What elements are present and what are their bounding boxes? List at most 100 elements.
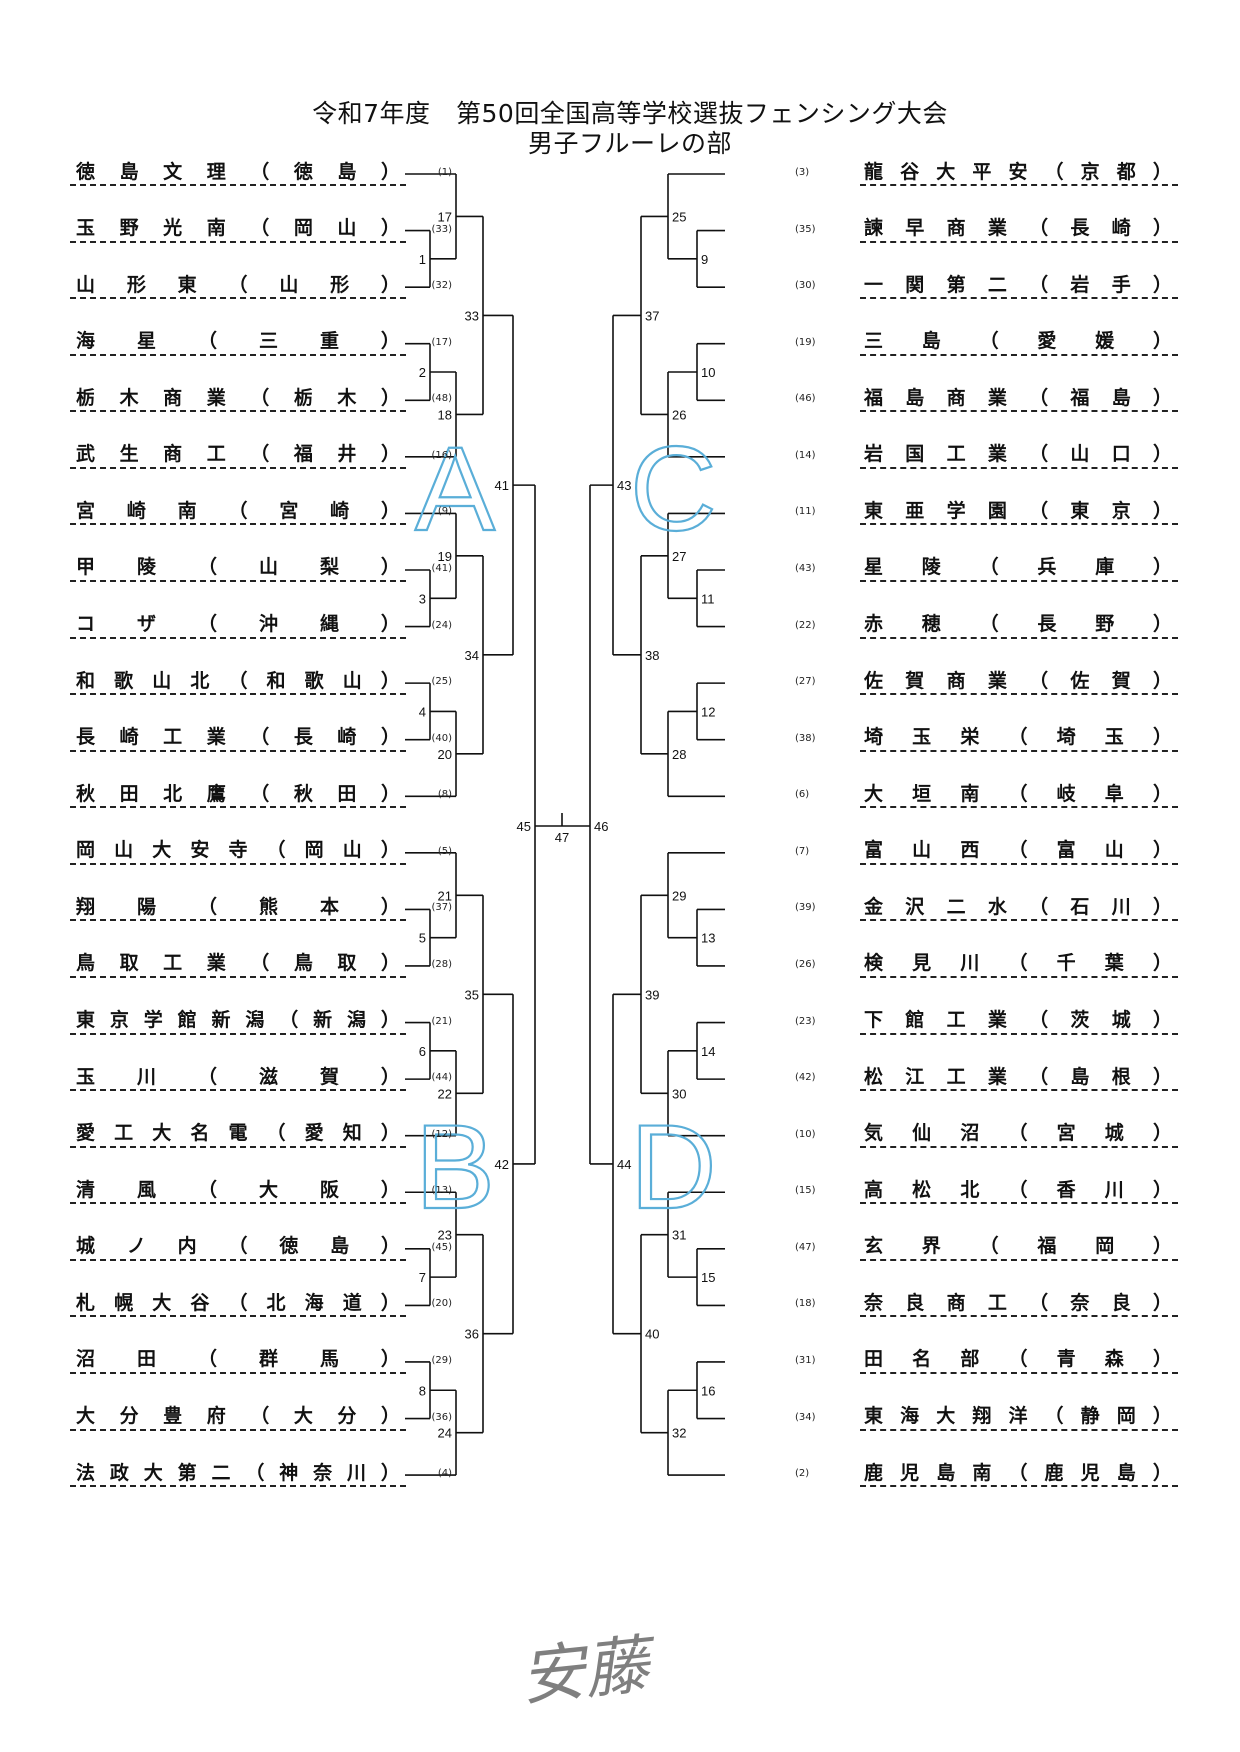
team-char: 口 [1111,443,1131,466]
team-char: 岡 [1095,1235,1115,1258]
team-char: 奈 [1070,1291,1090,1314]
team-char: 山 [342,839,362,862]
seed-number: (38) [795,732,816,744]
team-char: 商 [946,217,966,240]
team-char: 京 [1080,160,1100,183]
team-char: 手 [1111,273,1131,296]
team-char: 山 [1070,443,1090,466]
team-char: 大 [143,1461,163,1484]
paren: （ [197,556,217,579]
paren: ） [1152,443,1172,466]
team-char: 児 [1080,1461,1100,1484]
team-char: 岐 [1056,782,1076,805]
team-char: 潟 [347,1009,367,1032]
team-char: 商 [946,669,966,692]
team-char: 一 [864,273,884,296]
team-char: 歌 [114,669,134,692]
team-char: 下 [864,1009,884,1032]
team-row: 海星（三重） [70,328,406,356]
team-char: 清 [76,1178,96,1201]
team-row: 田名部（青森） [860,1346,1178,1374]
seed-number: (2) [795,1468,810,1480]
page-subtitle: 男子フルーレの部 [527,129,732,158]
team-row: 赤穂（長野） [860,611,1178,639]
team-char: 洋 [1008,1405,1028,1428]
team-char: 商 [163,386,183,409]
team-char: 川 [136,1065,156,1088]
team-char: 和 [76,669,96,692]
team-char: 内 [177,1235,197,1258]
team-row: 東京学館新潟（新潟） [70,1007,406,1035]
team-char: 栃 [293,386,313,409]
seed-number: (31) [795,1354,816,1366]
team-char: 愛 [304,1122,324,1145]
paren: （ [197,1178,217,1201]
team-char: 玄 [864,1235,884,1258]
team-char: 栃 [76,386,96,409]
team-char: 良 [1111,1291,1131,1314]
paren: （ [228,273,248,296]
team-char: 陵 [921,556,941,579]
match-number: 6 [419,1044,426,1059]
team-char: ザ [136,613,156,636]
seed-number: (39) [795,902,816,914]
team-char: 三 [864,330,884,353]
match-number: 11 [701,591,715,606]
paren: ） [1152,726,1172,749]
team-char: 穂 [921,613,941,636]
team-row: 長崎工業（長崎） [70,724,406,752]
match-number: 5 [419,931,426,946]
paren: ） [1152,273,1172,296]
team-char: 川 [1104,1178,1124,1201]
team-char: 山 [114,839,134,862]
match-number: 46 [594,819,608,834]
team-char: 埼 [864,726,884,749]
team-char: 気 [864,1122,884,1145]
team-char: 山 [152,669,172,692]
team-char: 取 [337,952,357,975]
team-char: 平 [972,160,992,183]
team-char: 宮 [279,499,299,522]
team-row: 沼田（群馬） [70,1346,406,1374]
team-char: 奈 [313,1461,333,1484]
team-char: 南 [960,782,980,805]
page-title: 令和7年度 第50回全国高等学校選抜フェンシング大会 [312,99,948,128]
team-char: 大 [936,160,956,183]
paren: ） [380,1009,400,1032]
paren: （ [1029,1291,1049,1314]
team-char: 南 [972,1461,992,1484]
team-char: 東 [1070,499,1090,522]
team-row: 甲陵（山梨） [70,554,406,582]
team-row: 龍谷大平安（京都） [860,158,1178,186]
paren: ） [380,1065,400,1088]
team-row: 大分豊府（大分） [70,1403,406,1431]
team-char: 鳥 [76,952,96,975]
paren: ） [1152,1348,1172,1371]
team-char: 川 [1111,895,1131,918]
team-char: 館 [905,1009,925,1032]
team-char: 栄 [960,726,980,749]
match-number: 3 [419,591,426,606]
team-char: 工 [946,1009,966,1032]
match-number: 21 [438,888,452,903]
paren: ） [1152,330,1172,353]
team-char: 光 [163,217,183,240]
team-char: 水 [987,895,1007,918]
match-number: 25 [672,209,686,224]
team-char: 山 [279,273,299,296]
paren: （ [250,782,270,805]
team-row: コザ（沖縄） [70,611,406,639]
team-char: 富 [864,839,884,862]
team-char: 松 [864,1065,884,1088]
team-row: 和歌山北（和歌山） [70,667,406,696]
team-char: 星 [864,556,884,579]
team-char: 城 [1111,1009,1131,1032]
team-char: 重 [319,330,339,353]
seed-number: (17) [431,336,452,348]
paren: （ [1008,782,1028,805]
team-char: 松 [912,1178,932,1201]
seed-number: (1) [437,167,452,178]
seed-number: (46) [795,393,816,405]
paren: （ [197,1065,217,1088]
team-char: 福 [293,443,313,466]
